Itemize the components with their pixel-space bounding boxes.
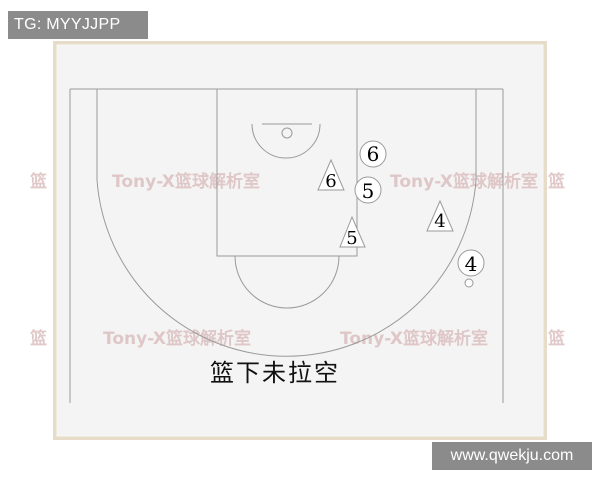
top-left-tag: TG: MYYJJPP: [8, 11, 148, 39]
free-throw-circle: [234, 255, 340, 309]
offense-player-circle: 5: [354, 176, 382, 204]
watermark-text: Tony-X篮球解析室: [112, 171, 260, 192]
player-label: 5: [346, 228, 357, 249]
player-label: 4: [434, 211, 445, 232]
court-lines: [69, 88, 504, 403]
paint-key: [216, 88, 358, 257]
player-label: 6: [325, 171, 336, 192]
three-point-arc: [96, 179, 477, 357]
watermark-text: Tony-X篮球解析室: [390, 171, 538, 192]
player-label: 5: [362, 179, 375, 203]
watermark-text: 篮: [29, 171, 47, 192]
ball-icon: [464, 278, 474, 288]
player-label: 4: [465, 252, 478, 276]
defense-player-triangle: 4: [426, 199, 454, 232]
defense-player-triangle: 6: [317, 158, 345, 192]
diagram-caption: 篮下未拉空: [210, 359, 340, 387]
site-url-badge: www.qwekju.com: [432, 442, 592, 470]
offense-player-circle: 4: [457, 249, 485, 277]
rim: [281, 127, 293, 139]
watermark-text: 篮: [547, 171, 565, 192]
watermark-text: Tony-X篮球解析室: [103, 328, 251, 349]
watermark-text: 篮: [547, 328, 565, 349]
watermark-text: Tony-X篮球解析室: [340, 328, 488, 349]
players-group: 6 6 5 5 4: [317, 140, 485, 288]
restricted-arc: [251, 123, 321, 159]
player-label: 6: [367, 142, 380, 166]
offense-player-circle: 6: [359, 140, 387, 168]
watermark-text: 篮: [29, 328, 47, 349]
defense-player-triangle: 5: [339, 215, 366, 249]
diagram-panel: [56, 44, 544, 437]
